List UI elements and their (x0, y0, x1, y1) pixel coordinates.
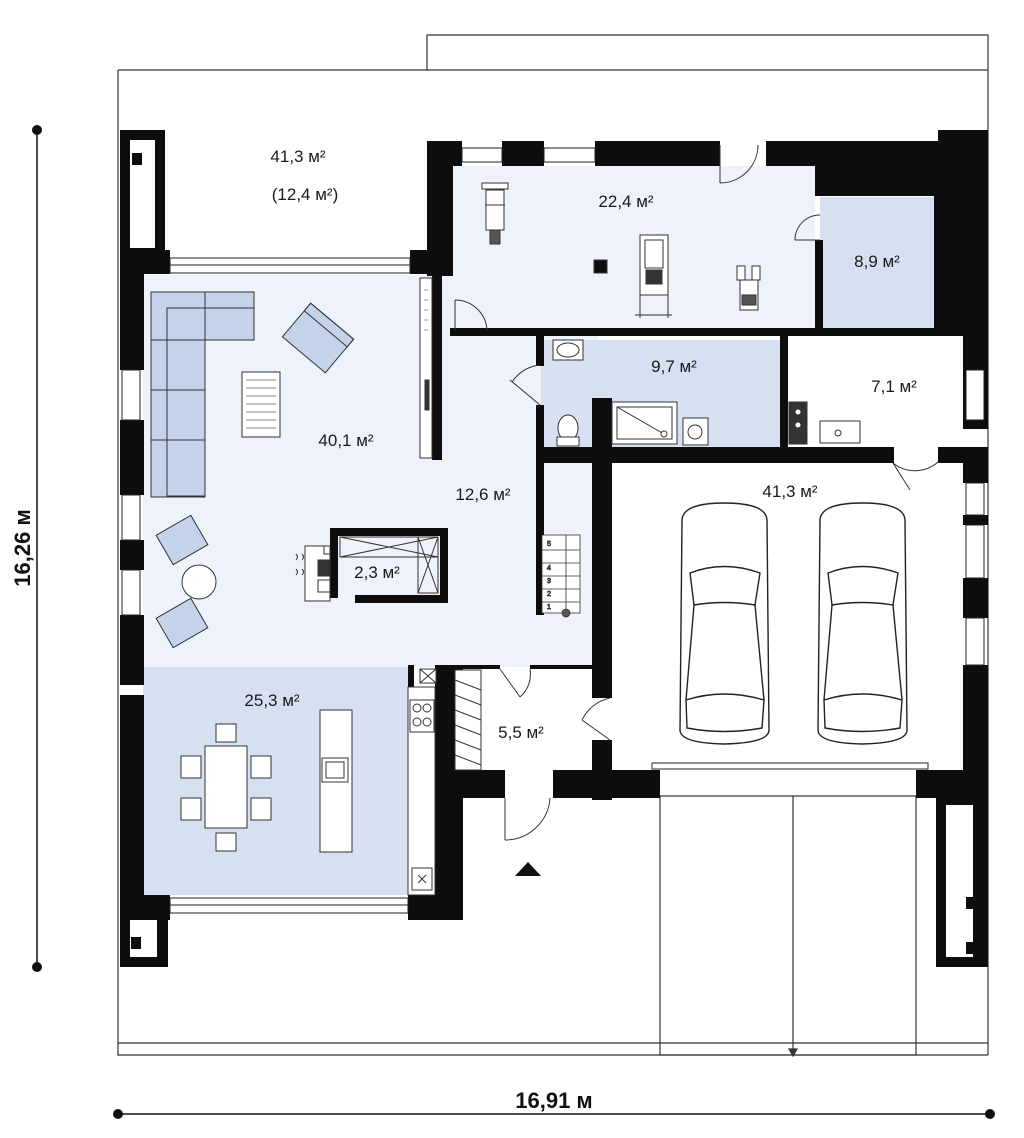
dining-chair (180, 797, 202, 821)
garage-cars (679, 502, 908, 745)
room-labels: 41,3 м² (12,4 м²) 22,4 м² 8,9 м² 9,7 м² … (244, 147, 917, 742)
car-icon (679, 502, 770, 745)
dining-chair (250, 755, 272, 779)
boiler-room-fixtures (788, 401, 861, 445)
pantry-area-label: 2,3 м² (354, 563, 400, 582)
treadmill-icon (635, 234, 672, 318)
doors (454, 144, 939, 841)
storage-fill (820, 197, 934, 330)
sectional-sofa (150, 291, 255, 498)
hall-area-label: 12,6 м² (455, 485, 510, 504)
storage-area-label: 8,9 м² (854, 252, 900, 271)
rug (241, 371, 281, 438)
terrace-area-label: 41,3 м² (270, 147, 325, 166)
gym-area-label: 22,4 м² (598, 192, 653, 211)
entry-area-label: 5,5 м² (498, 723, 544, 742)
stair-step-label: 2 (547, 591, 551, 598)
dining-chair (180, 755, 202, 779)
car-icon (817, 502, 908, 745)
fireplace-icon (419, 277, 433, 459)
dining-kitchen (180, 668, 437, 896)
armchair-left-1 (155, 514, 209, 566)
dimension-height: 16,26 м (10, 125, 42, 972)
dining-chair (250, 797, 272, 821)
dining-room-fill (143, 667, 408, 895)
sink-icon (552, 339, 584, 361)
width-dimension-label: 16,91 м (515, 1088, 592, 1113)
stair-step-label: 1 (547, 604, 551, 611)
pantry-shelves (339, 536, 439, 594)
washer-icon (682, 417, 709, 446)
toilet-icon (556, 414, 580, 447)
entry-wardrobe (454, 669, 482, 771)
stove-icon (409, 699, 435, 733)
windows (121, 147, 985, 914)
stair-step-label: 3 (547, 578, 551, 585)
height-dimension-label: 16,26 м (10, 509, 35, 586)
bathroom-area-label: 9,7 м² (651, 357, 697, 376)
dining-chair (215, 723, 237, 743)
dimension-width: 16,91 м (113, 1088, 995, 1119)
terrace-covered-area-label: (12,4 м²) (272, 185, 338, 204)
stairs: 1 2 3 4 5 (541, 534, 581, 618)
dining-table (204, 745, 248, 829)
gym-fill (450, 166, 815, 331)
dining-room-area-label: 25,3 м² (244, 691, 299, 710)
site-outline (117, 34, 989, 1058)
boiler-room-area-label: 7,1 м² (871, 377, 917, 396)
dining-chair (215, 832, 237, 852)
gym-column (593, 259, 608, 274)
exercise-bike-icon (736, 265, 761, 311)
garage-area-label: 41,3 м² (762, 482, 817, 501)
shower-icon (611, 401, 678, 445)
boiler-unit (295, 545, 331, 602)
walls (120, 130, 988, 967)
armchair-top (281, 302, 355, 374)
garage-fill (612, 460, 963, 770)
entrance-arrow-icon (515, 862, 541, 876)
gym-equipment (481, 182, 761, 318)
bench-press-icon (481, 182, 509, 245)
stair-step-label: 5 (547, 541, 551, 548)
bathroom-fixtures (552, 339, 709, 447)
living-furniture (150, 277, 439, 649)
round-table (181, 564, 217, 600)
stair-step-label: 4 (547, 565, 551, 572)
living-room-area-label: 40,1 м² (318, 431, 373, 450)
armchair-left-2 (155, 597, 209, 649)
